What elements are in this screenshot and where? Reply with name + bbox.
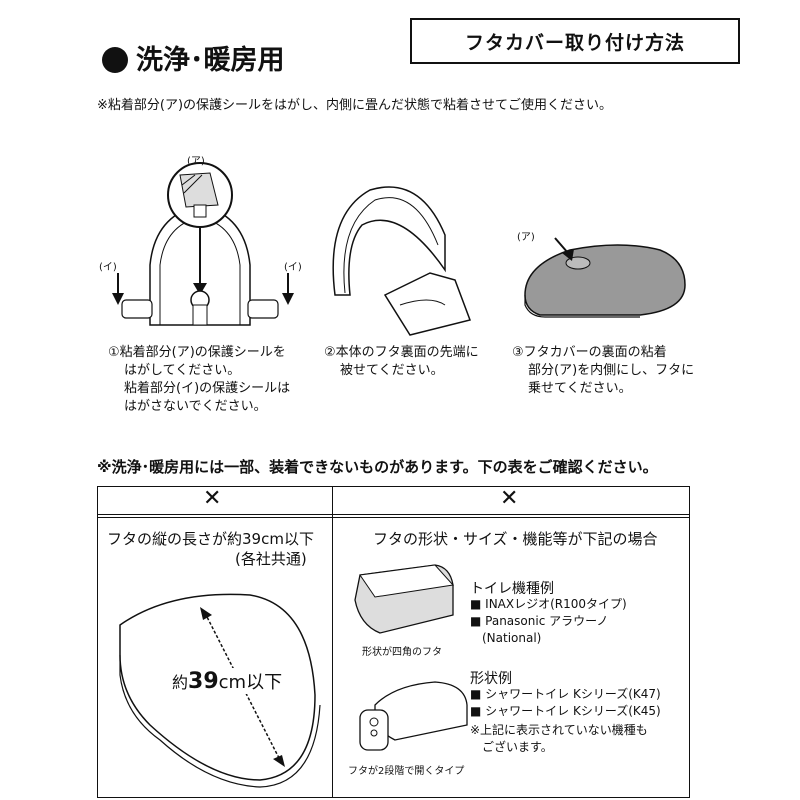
step3-illustration — [524, 237, 686, 318]
step1-illustration — [112, 162, 294, 326]
bullet-icon — [102, 47, 128, 73]
label-i-right: (イ) — [284, 262, 302, 273]
square-lid-illustration — [354, 564, 454, 634]
two-stage-lid-illustration — [359, 681, 468, 751]
measure-label: 約39cm以下 — [170, 668, 285, 694]
right-heading: フタの形状・サイズ・機能等が下記の場合 — [373, 530, 658, 548]
label-i-left: (イ) — [99, 262, 117, 273]
step2-caption: ②本体のフタ裏面の先端に 被せてください。 — [324, 345, 479, 378]
warning-note: ※洗浄･暖房用には一部、装着できないものがあります。下の表をご確認ください。 — [97, 458, 658, 476]
label-a-step1: (ア) — [187, 156, 205, 167]
left-x-icon: ✕ — [203, 486, 222, 511]
right-x-icon: ✕ — [500, 486, 519, 511]
step1-caption: ①粘着部分(ア)の保護シールを はがしてください。 粘着部分(イ)の保護シールは… — [108, 345, 291, 414]
top-note: ※粘着部分(ア)の保護シールをはがし、内側に畳んだ状態で粘着させてご使用ください… — [97, 98, 613, 113]
compat-table — [97, 486, 690, 798]
caption-square-lid: 形状が四角のフタ — [362, 647, 442, 658]
step-illustrations — [112, 162, 686, 336]
page-title: 洗浄･暖房用 — [136, 45, 285, 76]
group1-list: ■ INAXレジオ(R100タイプ) ■ Panasonic アラウーノ (Na… — [470, 597, 627, 645]
group2-title: 形状例 — [470, 671, 512, 687]
group2-list: ■ シャワートイレ Kシリーズ(K47) ■ シャワートイレ Kシリーズ(K45… — [470, 687, 661, 718]
table-header-line2 — [97, 517, 690, 518]
step3-caption: ③フタカバーの裏面の粘着 部分(ア)を内側にし、フタに 乗せてください。 — [512, 345, 695, 396]
group1-title: トイレ機種例 — [470, 581, 554, 597]
step2-illustration — [332, 186, 471, 336]
left-subheading: (各社共通) — [235, 550, 307, 568]
table-divider — [332, 486, 333, 798]
right-note: ※上記に表示されていない機種も ございます。 — [470, 723, 648, 754]
table-header-line — [97, 514, 690, 515]
left-heading: フタの縦の長さが約39cm以下 — [107, 530, 314, 548]
label-a-step3: (ア) — [517, 232, 535, 243]
caption-two-stage: フタが2段階で開くタイプ — [348, 766, 465, 777]
section-title-box: フタカバー取り付け方法 — [410, 18, 740, 64]
